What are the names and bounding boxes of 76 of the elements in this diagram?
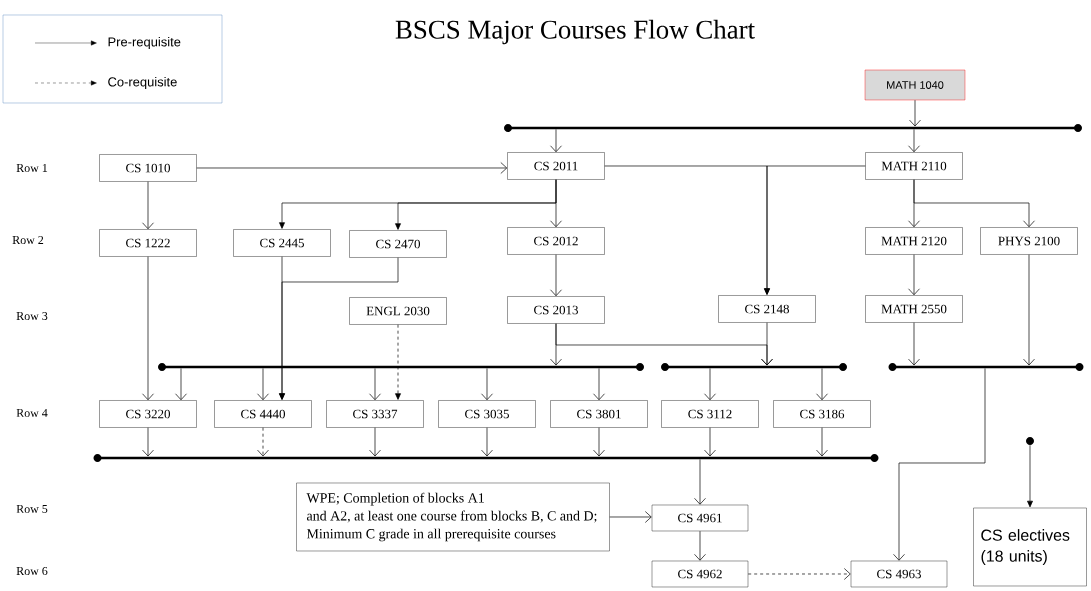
- arrow: [609, 511, 652, 523]
- arrow: [908, 254, 920, 296]
- bus-bar: [93, 454, 879, 462]
- course-box: ENGL 2030: [349, 297, 447, 325]
- course-box: CS 4963: [850, 560, 948, 588]
- arrow: [593, 427, 605, 457]
- bus-bar: [504, 124, 1082, 132]
- legend-label: Co-requisite: [108, 76, 177, 90]
- arrow: [704, 427, 716, 457]
- note-box: WPE; Completion of blocks A1 and A2, at least one course from blocks B, C and D; Minimum C grade in all prerequisite courses: [296, 482, 610, 552]
- arrow: [764, 165, 866, 295]
- course-box: CS 2148: [718, 295, 816, 323]
- arrow: [694, 530, 706, 561]
- row-label: Row 4: [16, 409, 48, 417]
- arrow: [550, 129, 562, 153]
- course-box: CS 3112: [661, 400, 759, 428]
- course-box: CS 4440: [214, 400, 312, 428]
- bus-bar: [888, 363, 1084, 371]
- arrow: [747, 568, 851, 580]
- course-box: MATH 2110: [865, 152, 963, 180]
- arrow: [279, 257, 399, 400]
- arrow: [550, 179, 562, 228]
- course-box: CS 3035: [438, 400, 536, 428]
- arrow: [175, 368, 187, 401]
- arrow: [908, 322, 920, 366]
- arrow: [369, 427, 381, 457]
- course-box: CS 1222: [99, 229, 197, 257]
- course-box: CS 4961: [651, 504, 749, 532]
- course-box: CS 2445: [233, 229, 331, 257]
- arrow: [761, 322, 773, 366]
- course-box: PHYS 2100: [980, 227, 1078, 255]
- course-box: CS 2011: [507, 152, 605, 180]
- course-box: MATH 1040: [864, 69, 966, 101]
- arrow: [913, 179, 1035, 228]
- arrow: [196, 162, 508, 174]
- electives-box: CS electives (18 units): [973, 507, 1087, 587]
- arrow: [142, 181, 154, 230]
- row-label: Row 2: [12, 235, 44, 244]
- arrow: [257, 427, 269, 457]
- arrow: [369, 368, 381, 401]
- title: BSCS Major Courses Flow Chart: [395, 19, 755, 45]
- arrow: [694, 459, 706, 505]
- course-box: CS 3186: [773, 400, 871, 428]
- arrow: [550, 254, 562, 297]
- course-box: CS 2470: [349, 230, 447, 258]
- row-label: Row 5: [16, 505, 48, 513]
- arrow: [704, 368, 716, 401]
- arrow: [909, 99, 921, 127]
- arrow: [908, 129, 920, 153]
- course-box: CS 3801: [550, 400, 648, 428]
- course-box: CS 3220: [99, 400, 197, 428]
- course-box: CS 1010: [99, 154, 197, 182]
- arrow: [1023, 254, 1035, 366]
- arrow: [893, 368, 986, 561]
- arrow: [142, 256, 154, 401]
- arrow: [816, 427, 828, 457]
- arrow: [1027, 444, 1033, 508]
- course-box: CS 3337: [326, 400, 424, 428]
- bus-bar: [158, 363, 644, 371]
- arrow: [593, 368, 605, 401]
- arrow: [481, 368, 493, 401]
- course-box: CS 2012: [507, 227, 605, 255]
- row-label: Row 6: [16, 566, 48, 575]
- course-box: MATH 2550: [865, 295, 963, 323]
- row-label: Row 3: [16, 311, 48, 320]
- course-box: CS 4962: [651, 560, 749, 588]
- arrow: [395, 324, 401, 400]
- arrow: [816, 368, 828, 401]
- bus-bar: [661, 363, 847, 371]
- arrow: [257, 368, 269, 401]
- course-box: MATH 2120: [865, 227, 963, 255]
- course-box: CS 2013: [507, 296, 605, 324]
- row-label: Row 1: [16, 164, 48, 172]
- arrow: [481, 427, 493, 457]
- legend-label: Pre-requisite: [108, 36, 181, 50]
- arrow: [142, 427, 154, 457]
